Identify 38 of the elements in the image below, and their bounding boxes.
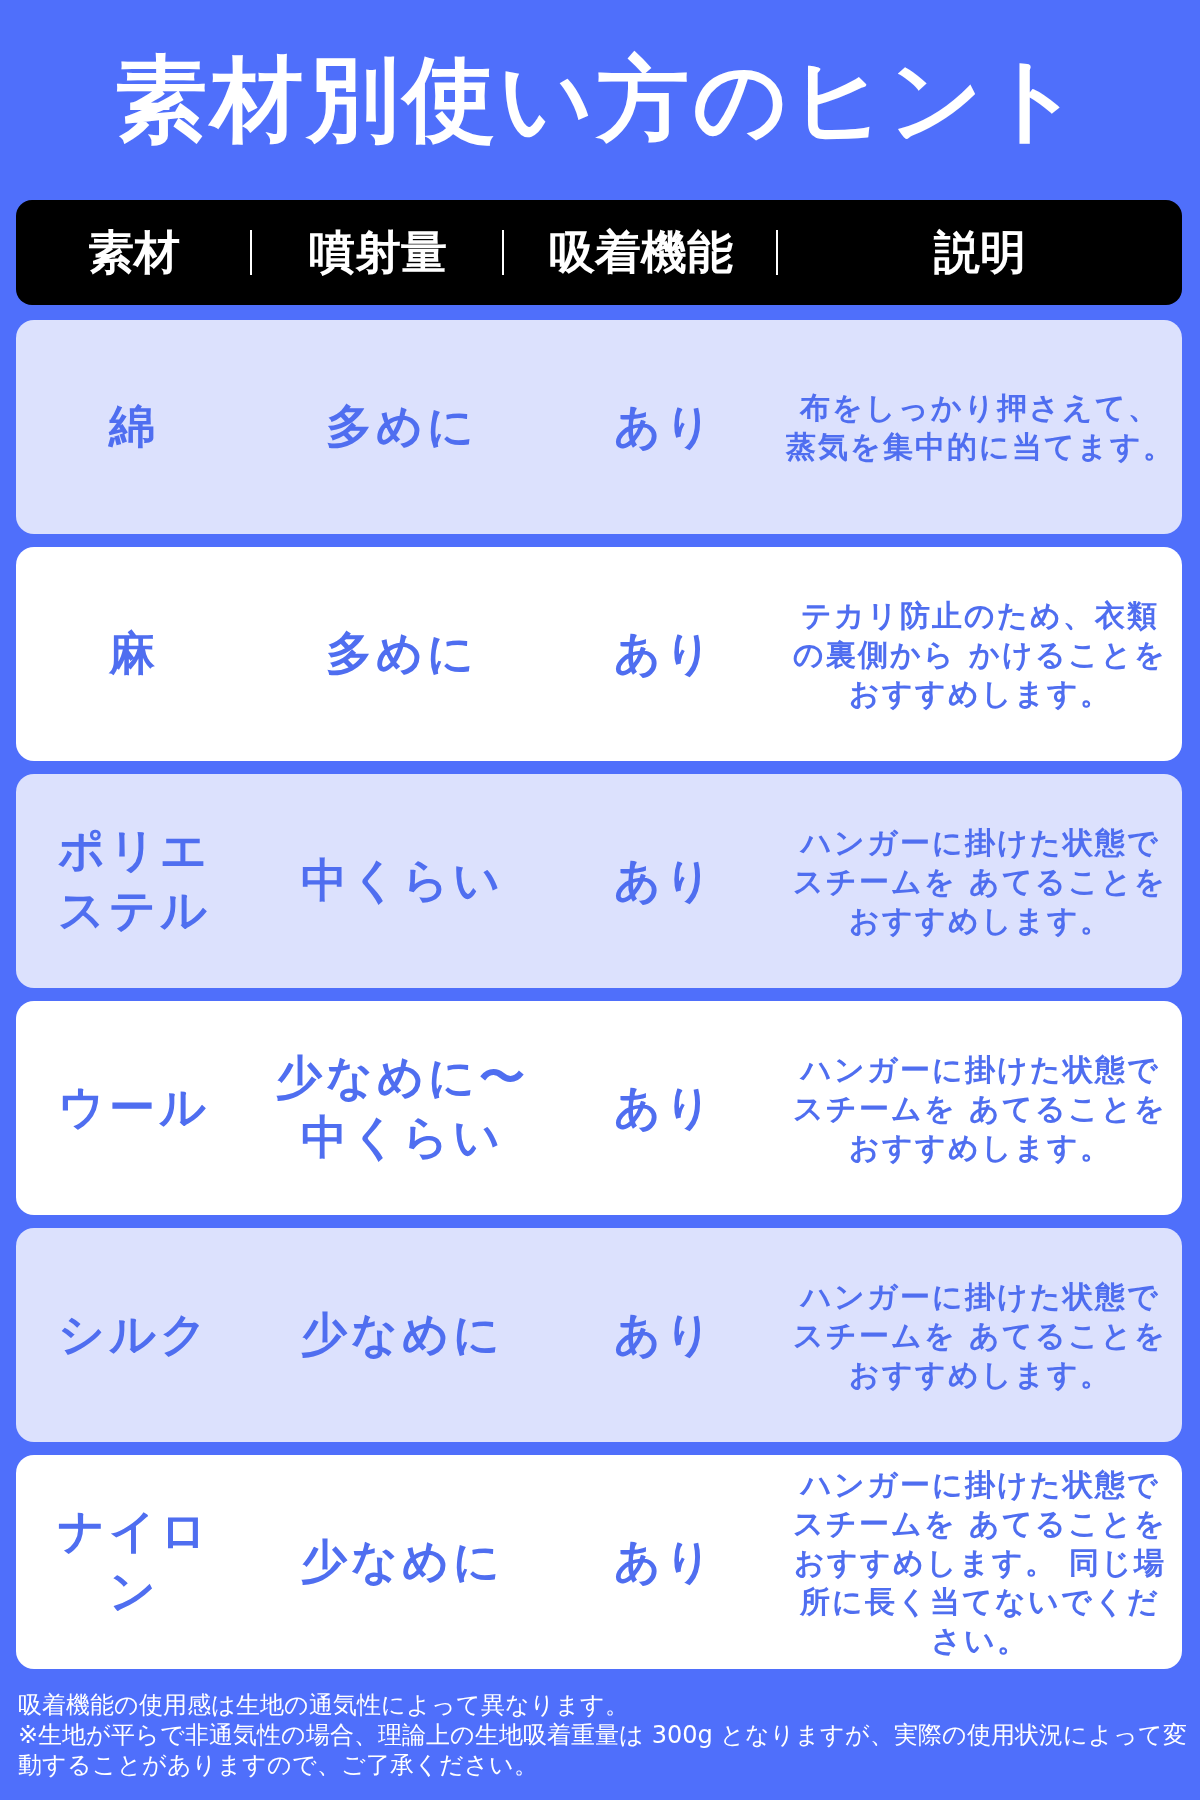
spray-amount: 多めに bbox=[326, 398, 478, 456]
suction-feature: あり bbox=[614, 625, 716, 683]
footnote-text: ※生地が平らで非通気性の場合、理論上の生地吸着重量は 300g となりますが、実際の使用状況によって変動することがありますので、ご了承ください。 bbox=[18, 1720, 1188, 1780]
spray-amount: 少なめに bbox=[300, 1533, 504, 1591]
table-row bbox=[16, 1228, 1182, 1442]
suction-feature: あり bbox=[614, 1079, 716, 1137]
column-header: 吸着機能 bbox=[549, 223, 733, 281]
description-text: 布をしっかり押さえて、蒸気を集中的に当てます。 bbox=[785, 389, 1175, 466]
table-row bbox=[16, 1455, 1182, 1669]
table-row bbox=[16, 547, 1182, 761]
column-header: 説明 bbox=[934, 223, 1026, 281]
material-name: 綿 bbox=[109, 398, 159, 456]
column-header: 素材 bbox=[88, 223, 180, 281]
column-header: 噴射量 bbox=[309, 223, 447, 281]
suction-feature: あり bbox=[614, 1306, 716, 1364]
description-text: ハンガーに掛けた状態でスチームを あてることをおすすめします。 同じ場所に長く当てないでください。 bbox=[791, 1465, 1169, 1660]
suction-feature: あり bbox=[614, 398, 716, 456]
footnote-text: 吸着機能の使用感は生地の通気性によって異なります。 bbox=[18, 1690, 630, 1720]
material-name: ポリエステル bbox=[56, 822, 212, 939]
header-bar bbox=[16, 200, 1182, 305]
table-row bbox=[16, 320, 1182, 534]
table-row bbox=[16, 774, 1182, 988]
description-text: ハンガーに掛けた状態でスチームを あてることをおすすめします。 bbox=[791, 1277, 1169, 1394]
spray-amount: 多めに bbox=[326, 625, 478, 683]
spray-amount: 少なめに bbox=[300, 1306, 504, 1364]
spray-amount: 中くらい bbox=[300, 852, 504, 910]
description-text: テカリ防止のため、衣類の裏側から かけることをおすすめします。 bbox=[792, 596, 1168, 713]
material-name: ウール bbox=[58, 1079, 210, 1137]
material-name: シルク bbox=[57, 1306, 211, 1364]
suction-feature: あり bbox=[614, 852, 716, 910]
material-name: ナイロン bbox=[56, 1503, 212, 1620]
description-text: ハンガーに掛けた状態でスチームを あてることをおすすめします。 bbox=[791, 823, 1169, 940]
description-text: ハンガーに掛けた状態でスチームを あてることをおすすめします。 bbox=[791, 1050, 1169, 1167]
material-name: 麻 bbox=[109, 625, 159, 683]
suction-feature: あり bbox=[614, 1533, 716, 1591]
page-title: 素材別使い方のヒント bbox=[114, 45, 1086, 155]
spray-amount: 少なめに〜中くらい bbox=[274, 1049, 530, 1166]
table-row bbox=[16, 1001, 1182, 1215]
